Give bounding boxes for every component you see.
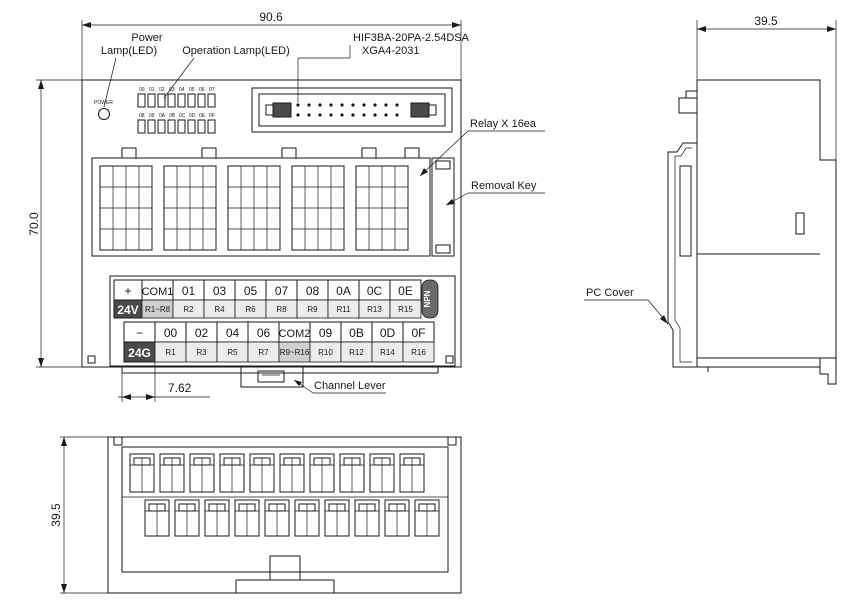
terminal-block: + 24V COM1 R1~R8 01 R2 03 R4 05 R6 — [109, 275, 456, 367]
led-label-05: 05 — [189, 87, 195, 93]
terminal-top-7-sub: R9 — [307, 305, 318, 314]
terminal-top-9-sub: R13 — [367, 305, 382, 314]
led-label-0f: 0F — [209, 113, 215, 119]
led-label-06: 06 — [199, 87, 205, 93]
terminal-top-1: + — [124, 284, 131, 298]
pc-cover-label: PC Cover — [586, 287, 634, 299]
power-lamp-label-line1: Power — [131, 32, 163, 44]
led-label-01: 01 — [149, 87, 155, 93]
dimension-side-depth-label: 39.5 — [754, 14, 778, 28]
operation-lamp-label: Operation Lamp(LED) — [182, 45, 290, 57]
terminal-bottom-3-sub: R3 — [196, 348, 207, 357]
terminal-screws-top — [129, 453, 425, 493]
terminal-bottom-5: 06 — [257, 326, 271, 340]
led-label-07: 07 — [209, 87, 215, 93]
npn-badge — [421, 279, 439, 319]
terminal-bottom-7-sub: R10 — [318, 348, 333, 357]
connector-20pin — [251, 87, 453, 133]
terminal-top-4-sub: R4 — [214, 305, 225, 314]
led-label-0d: 0D — [189, 113, 196, 119]
terminal-bottom-5-sub: R7 — [258, 348, 269, 357]
terminal-bottom-1: − — [136, 326, 143, 340]
relay-group-5 — [355, 165, 409, 251]
led-label-09: 09 — [149, 113, 155, 119]
led-label-03: 03 — [169, 87, 175, 93]
terminal-bottom-2: 00 — [164, 326, 178, 340]
channel-lever-label: Channel Lever — [314, 380, 386, 392]
terminal-top-4: 03 — [213, 284, 227, 298]
terminal-bottom-8-sub: R12 — [349, 348, 364, 357]
terminal-top-9: 0C — [367, 284, 383, 298]
relay-label: Relay X 16ea — [470, 118, 537, 130]
relay-group-2 — [163, 165, 217, 251]
terminal-bottom-7: 09 — [319, 326, 333, 340]
led-label-02: 02 — [159, 87, 165, 93]
channel-lever — [240, 366, 304, 388]
mount-hole-right — [445, 355, 454, 364]
operation-leds: 00 01 02 03 04 05 06 07 08 09 0A 0B 0C 0… — [137, 87, 216, 134]
terminal-top-2-sub: R1~R8 — [145, 305, 171, 314]
terminal-bottom-4-sub: R5 — [227, 348, 238, 357]
relay-group-4 — [291, 165, 345, 251]
dimension-pitch-label: 7.62 — [168, 381, 192, 395]
dimension-width-label: 90.6 — [259, 10, 283, 24]
led-label-0e: 0E — [199, 113, 206, 119]
led-label-0b: 0B — [169, 113, 176, 119]
led-label-00: 00 — [139, 87, 145, 93]
terminal-top-2: COM1 — [142, 286, 174, 298]
terminal-bottom-9: 0D — [380, 326, 396, 340]
power-led — [98, 108, 110, 120]
terminal-screws-bottom — [144, 499, 440, 537]
terminal-top-3: 01 — [182, 284, 196, 298]
terminal-bottom-9-sub: R14 — [380, 348, 395, 357]
terminal-top-3-sub: R2 — [183, 305, 194, 314]
terminal-bottom-1-sub: 24G — [128, 346, 151, 360]
terminal-row-top: + 24V COM1 R1~R8 01 R2 03 R4 05 R6 — [113, 279, 422, 319]
terminal-bottom-3: 02 — [195, 326, 209, 340]
terminal-top-10: 0E — [398, 284, 413, 298]
terminal-top-1-sub: 24V — [117, 303, 138, 317]
terminal-top-5: 05 — [244, 284, 258, 298]
terminal-bottom-8: 0B — [349, 326, 364, 340]
front-view: 90.6 70.0 Power Lamp(LED) Operation Lamp… — [27, 10, 545, 402]
terminal-bottom-2-sub: R1 — [165, 348, 176, 357]
dimension-bottom-depth-label: 39.5 — [49, 503, 63, 527]
terminal-top-8: 0A — [336, 284, 351, 298]
terminal-top-8-sub: R11 — [336, 305, 351, 314]
relay-area — [91, 147, 455, 257]
terminal-top-7: 08 — [306, 284, 320, 298]
relay-group-1 — [99, 165, 153, 251]
dimension-height-label: 70.0 — [27, 212, 41, 236]
mount-hole-left — [87, 355, 96, 364]
terminal-top-5-sub: R6 — [245, 305, 256, 314]
terminal-bottom-10-sub: R16 — [411, 348, 426, 357]
led-label-08: 08 — [139, 113, 145, 119]
relay-group-3 — [227, 165, 281, 251]
led-label-0a: 0A — [159, 113, 166, 119]
npn-badge-text: NPN — [423, 290, 432, 307]
dimension-height: 70.0 — [27, 79, 82, 368]
terminal-bottom-10: 0F — [411, 326, 425, 340]
terminal-row-bottom: − 24G 00 R1 02 R3 04 R5 06 R7 — [123, 321, 435, 363]
lever-stem — [269, 555, 301, 581]
terminal-bottom-6-sub: R9~R16 — [280, 348, 310, 357]
dimension-pitch: 7.62 — [118, 362, 210, 402]
bottom-view: 39.5 — [49, 436, 462, 594]
led-label-04: 04 — [179, 87, 185, 93]
led-label-0c: 0C — [179, 113, 186, 119]
removal-key — [431, 157, 455, 257]
terminal-top-10-sub: R15 — [398, 305, 413, 314]
removal-key-label: Removal Key — [471, 180, 537, 192]
terminal-bottom-4: 04 — [226, 326, 240, 340]
power-led-text: POWER — [94, 100, 113, 106]
side-view: 39.5 — [667, 14, 837, 385]
terminal-bottom-6: COM2 — [279, 328, 311, 340]
connector-label-line2: XGA4-2031 — [362, 45, 419, 57]
power-lamp-label-line2: Lamp(LED) — [101, 45, 157, 57]
terminal-top-6: 07 — [275, 284, 289, 298]
terminal-top-6-sub: R8 — [276, 305, 287, 314]
connector-label-line1: HIF3BA-20PA-2.54DSA — [353, 32, 470, 44]
dimension-width: 90.6 — [81, 10, 462, 80]
